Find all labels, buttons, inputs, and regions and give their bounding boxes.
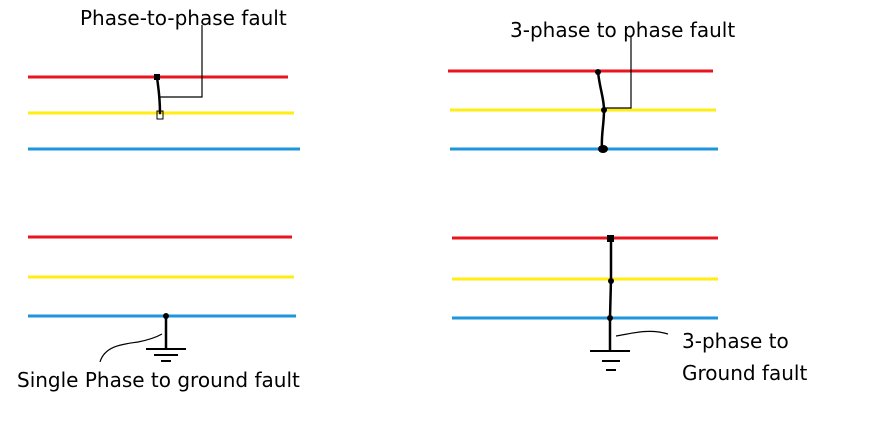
panel-3-phase-ground: 3-phase to Ground fault — [452, 235, 807, 385]
single-phase-ground-label: Single Phase to ground fault — [17, 368, 300, 392]
3-phase-ground-label-line1: 3-phase to — [682, 329, 789, 353]
3-phase-to-phase-label: 3-phase to phase fault — [510, 18, 735, 42]
ground-icon — [590, 350, 630, 371]
fault-node-yellow — [608, 278, 614, 284]
panel-phase-to-phase: Phase-to-phase fault — [28, 6, 300, 151]
fault-node-yellow — [601, 107, 607, 113]
ground-icon — [146, 348, 186, 362]
panel-single-phase-ground: Single Phase to ground fault — [17, 235, 300, 392]
fault-link — [155, 75, 162, 115]
fault-node-red — [595, 69, 601, 75]
panel-3-phase-to-phase: 3-phase to phase fault — [448, 18, 735, 153]
fault-link — [608, 236, 613, 352]
fault-node-red — [154, 74, 160, 80]
fault-node-red — [607, 235, 614, 242]
phase-to-phase-label: Phase-to-phase fault — [80, 6, 287, 30]
3-phase-ground-label-line2: Ground fault — [682, 361, 807, 385]
fault-node-blue — [607, 315, 613, 321]
label-leader-line — [99, 333, 163, 363]
label-leader-line — [160, 25, 203, 98]
fault-node-yellow — [156, 110, 164, 120]
label-leader-line — [604, 37, 632, 109]
fault-node-blue — [598, 145, 608, 153]
fault-node-blue — [163, 313, 169, 319]
label-leader-line — [615, 330, 669, 337]
